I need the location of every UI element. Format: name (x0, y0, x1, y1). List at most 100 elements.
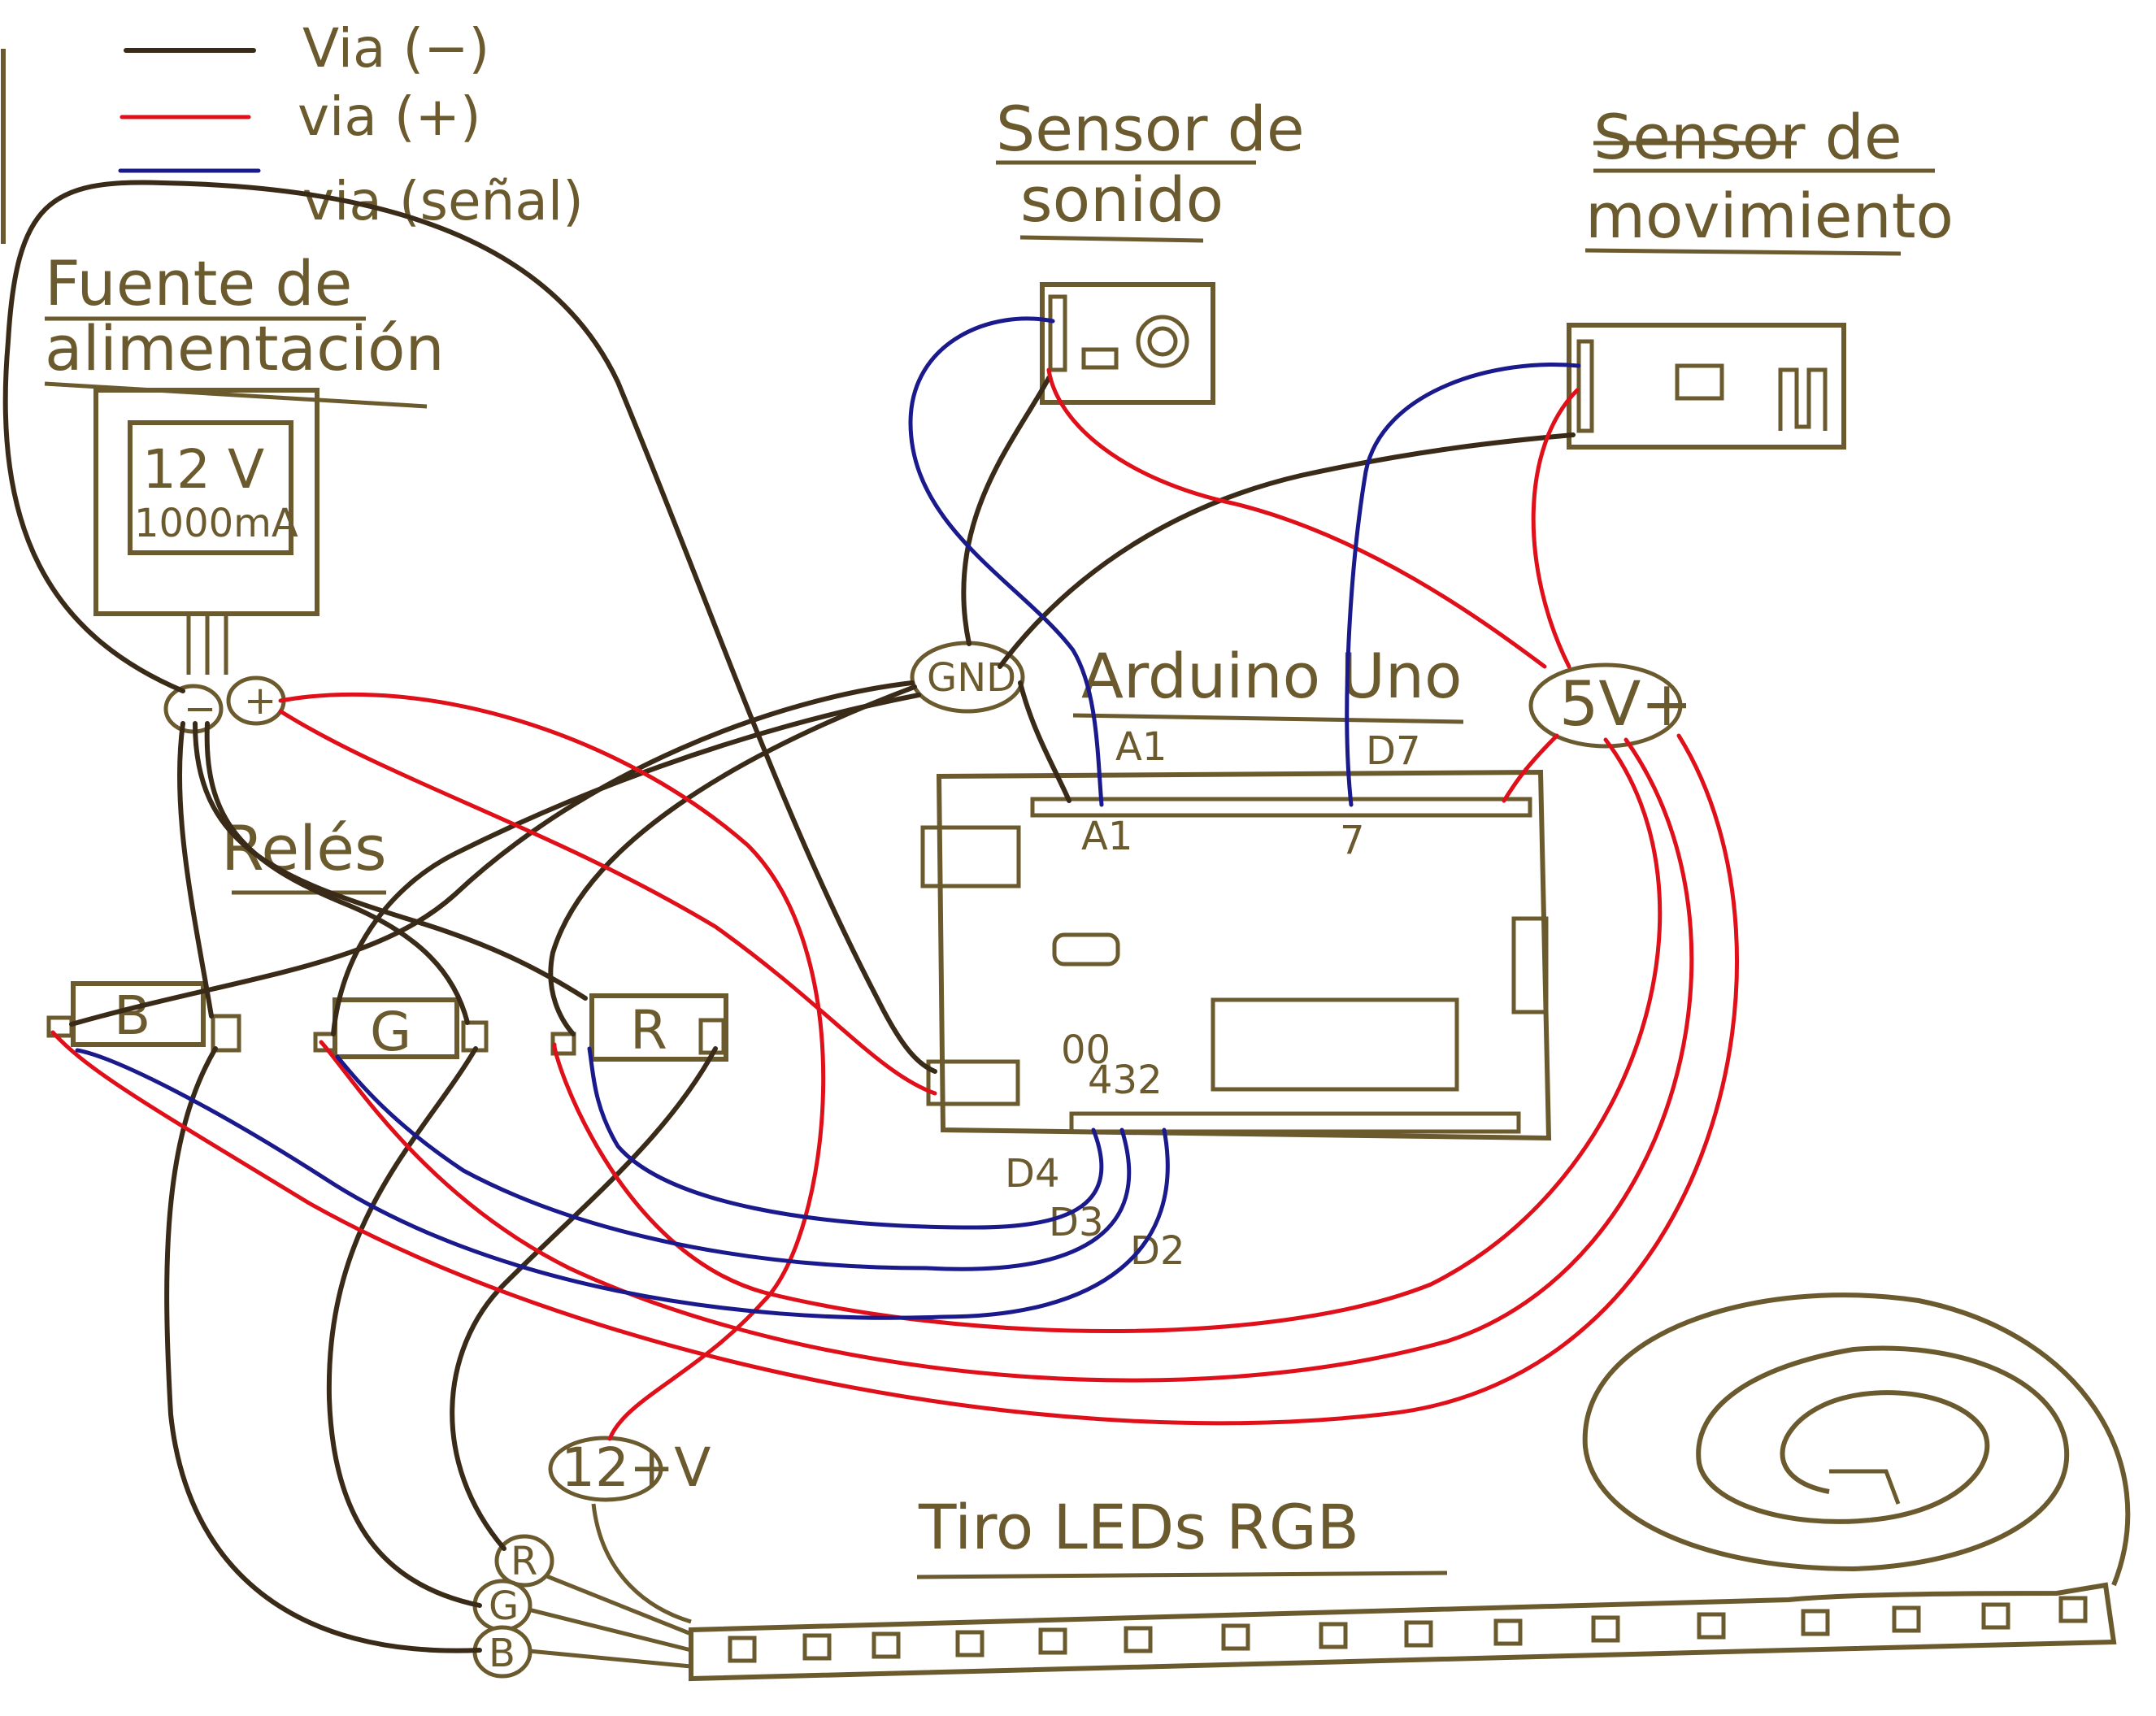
led-strip-reel-inner (1780, 1390, 1990, 1523)
legend: Via (−) via (+) via (señal) (118, 17, 584, 232)
power-supply-title-line2: alimentación (45, 312, 445, 384)
motion-sensor-title-line2: movimiento (1585, 180, 1954, 252)
legend-negative-label: Via (−) (302, 17, 489, 80)
led-chip (2058, 1596, 2088, 1623)
arduino-title: Arduino Uno (1081, 640, 1463, 712)
wire-sound-sensor-to-a1 (908, 316, 1104, 807)
arduino-a1-pin: A1 (1081, 814, 1132, 859)
relay-red-body (589, 993, 728, 1062)
power-supply-label-panel (128, 420, 293, 555)
motion-sensor: Sensor de movimiento (1567, 101, 1954, 450)
wire-psu-neg-to-relay-r (193, 721, 588, 1001)
led-strip-lead-12v (591, 1503, 692, 1624)
power-supply: Fuente de alimentación 12 V 1000mA − + (44, 247, 445, 734)
led-strip-12v-node (548, 1436, 663, 1502)
wire-psu-neg-to-relay-b (176, 721, 214, 1019)
wire-relay-r-to-led-r (450, 1046, 718, 1551)
wire-psu-pos-to-arduino-vin (278, 709, 937, 1096)
arduino-led-marks: 00 (1061, 1027, 1111, 1073)
led-chip (1801, 1609, 1830, 1636)
led-chip (728, 1636, 757, 1663)
sound-sensor-title-underline-2 (1019, 235, 1204, 243)
led-chip (1124, 1626, 1153, 1653)
sound-sensor: Sensor de sonido (996, 93, 1305, 405)
led-chip (1892, 1605, 1921, 1633)
led-strip: Tiro LEDs RGB 12+V (472, 1292, 2131, 1682)
relay-blue-body (71, 981, 206, 1047)
arduino-bottom-header (1069, 1111, 1521, 1134)
arduino-top-header (1030, 797, 1532, 818)
led-strip-b-label: B (489, 1631, 515, 1676)
motion-sensor-title-underline-2 (1584, 248, 1902, 256)
relay-green-pin-left (313, 1032, 337, 1053)
wire-psu-neg-to-arduino-gnd (2, 180, 937, 1074)
led-strip-lead-g (511, 1603, 692, 1653)
led-strip-r-node (494, 1534, 554, 1588)
led-strip-12v-label: 12+V (561, 1436, 711, 1499)
sound-sensor-chip (1081, 347, 1119, 370)
power-supply-title-line1: Fuente de (45, 247, 352, 319)
wire-d2-to-relay-b (75, 1048, 1170, 1320)
sound-sensor-board (1040, 282, 1215, 405)
power-supply-title-underline-2 (44, 381, 428, 409)
arduino-a1-label: A1 (1115, 724, 1167, 770)
relay-red-label: R (630, 999, 667, 1062)
wire-psu-neg-to-relay-g (204, 721, 470, 1025)
relay-green-pin-right (461, 1020, 489, 1053)
signal-wires (75, 316, 1581, 1320)
arduino-power-jack (1052, 932, 1120, 967)
arduino-d7-label: D7 (1366, 728, 1421, 774)
arduino-5v-label: 5V+ (1559, 667, 1693, 740)
sound-sensor-title-line2: sonido (1020, 163, 1224, 236)
relay-red-pin-right (698, 1018, 726, 1055)
wire-d4-to-relay-r (587, 1046, 1104, 1230)
led-chip (1221, 1623, 1250, 1651)
power-supply-current: 1000mA (134, 501, 298, 546)
led-chip (872, 1631, 901, 1659)
led-strip-g-label: G (489, 1583, 519, 1629)
led-strip-lead-b (519, 1648, 692, 1669)
power-supply-terminal-neg-label: − (184, 686, 216, 732)
led-chip (802, 1633, 832, 1661)
motion-sensor-pin-header (1576, 339, 1594, 433)
wire-gnd-to-relay-g-left (331, 693, 921, 1036)
wire-relay-g-to-led-g (326, 1046, 482, 1608)
relay-blue-pin-left (46, 1015, 74, 1038)
led-strip-title: Tiro LEDs RGB (918, 1491, 1359, 1563)
arduino-board (936, 769, 1552, 1141)
led-chip (1591, 1615, 1620, 1643)
arduino: Arduino Uno A1 7 00 432 A1 D7 D4 D3 D2 G… (910, 640, 1693, 1274)
wire-d3-to-relay-g (335, 1054, 1132, 1271)
wire-sound-sensor-to-5v (1046, 367, 1547, 669)
led-strip-straight (689, 1582, 2117, 1682)
wire-5v-to-relay-b (50, 733, 1739, 1426)
wire-gnd-to-sound-sensor (961, 376, 1051, 646)
motion-sensor-title-line1: Sensor de (1593, 101, 1902, 173)
arduino-d7-pin: 7 (1340, 818, 1365, 863)
sound-sensor-microphone (1136, 315, 1189, 368)
power-supply-voltage: 12 V (142, 438, 264, 501)
led-strip-title-underline (916, 1570, 1448, 1579)
led-chip (1038, 1627, 1067, 1655)
led-chip (1493, 1618, 1523, 1646)
led-chip (1697, 1612, 1726, 1640)
led-strip-reel-outer (1582, 1292, 2131, 1587)
sound-sensor-title-line1: Sensor de (996, 93, 1305, 165)
led-chip (1319, 1622, 1348, 1649)
arduino-digital-pin-numbers: 432 (1088, 1058, 1163, 1103)
led-strip-leds (728, 1596, 2088, 1663)
led-strip-r-label: R (511, 1539, 537, 1584)
wire-5v-to-arduino-header (1502, 733, 1559, 803)
arduino-usb-port (920, 825, 1021, 888)
relay-blue-label: B (114, 984, 150, 1047)
arduino-d4-label: D4 (1005, 1151, 1060, 1197)
arduino-power-header (926, 1059, 1020, 1106)
arduino-title-underline (1072, 713, 1464, 724)
wire-gnd-to-arduino-header (1018, 680, 1071, 803)
relay-blue-pin-right (211, 1014, 241, 1053)
led-chip (1404, 1620, 1433, 1648)
wire-motion-sensor-to-d7 (1345, 363, 1581, 807)
positive-wires (50, 367, 1739, 1441)
power-supply-terminal-pos-label: + (244, 678, 276, 723)
